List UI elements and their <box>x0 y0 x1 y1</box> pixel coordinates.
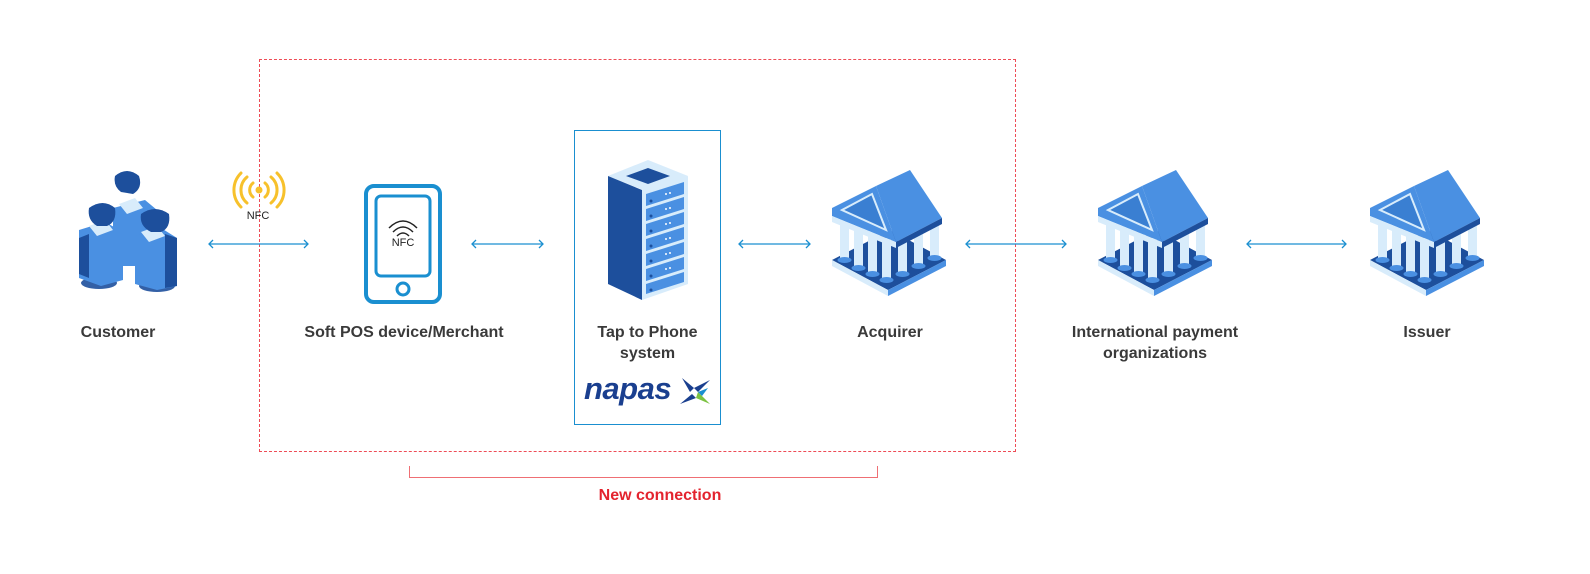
label-line: organizations <box>1102 345 1207 362</box>
arrowhead-left <box>738 239 744 249</box>
node-label-issuer: Issuer <box>1347 322 1507 343</box>
connection-arrow-acquirer-intl_payment <box>965 239 1067 249</box>
node-label-tap-to-phone: Tap to Phone system <box>574 322 721 364</box>
label-line: Soft POS device/Merchant <box>304 324 504 341</box>
label-line: Acquirer <box>857 324 923 341</box>
new-connection-bracket <box>409 466 878 478</box>
napas-logo: napas <box>584 371 714 410</box>
nfc-signal-icon <box>232 171 286 209</box>
arrowhead-left <box>1246 239 1252 249</box>
connection-arrow-customer-softpos <box>208 239 309 249</box>
smartphone-nfc-icon: NFC <box>364 184 442 304</box>
label-line: Customer <box>80 324 156 341</box>
arrowhead-right <box>538 239 544 249</box>
nfc-signal-label: NFC <box>246 210 270 222</box>
arrowhead-right <box>303 239 309 249</box>
napas-star-icon <box>680 378 710 404</box>
people-group-icon <box>79 171 177 292</box>
label-line: Tap to Phone <box>597 324 698 341</box>
connection-arrow-tap_to_phone-acquirer <box>738 239 811 249</box>
new-connection-caption: New connection <box>598 487 722 504</box>
arrowhead-right <box>805 239 811 249</box>
label-line: Issuer <box>1403 324 1451 341</box>
arrowhead-left <box>208 239 214 249</box>
phone-nfc-text: NFC <box>392 237 415 249</box>
server-rack-icon <box>608 160 688 300</box>
connection-arrow-intl_payment-issuer <box>1246 239 1347 249</box>
ecosystem-boundary <box>259 59 1016 452</box>
node-label-intl-payment: International payment organizations <box>1045 322 1265 364</box>
arrowhead-right <box>1341 239 1347 249</box>
arrowhead-right <box>1061 239 1067 249</box>
node-label-acquirer: Acquirer <box>810 322 970 343</box>
bank-building-icon <box>1370 170 1484 296</box>
arrowhead-left <box>965 239 971 249</box>
node-label-softpos: Soft POS device/Merchant <box>284 322 524 343</box>
napas-wordmark: napas <box>584 371 672 406</box>
label-line: International payment <box>1071 324 1239 341</box>
arrowhead-left <box>471 239 477 249</box>
bank-building-icon <box>1098 170 1212 296</box>
node-label-customer: Customer <box>38 322 198 343</box>
bank-building-icon <box>832 170 946 296</box>
connection-arrow-softpos-tap_to_phone <box>471 239 544 249</box>
label-line: system <box>619 345 676 362</box>
